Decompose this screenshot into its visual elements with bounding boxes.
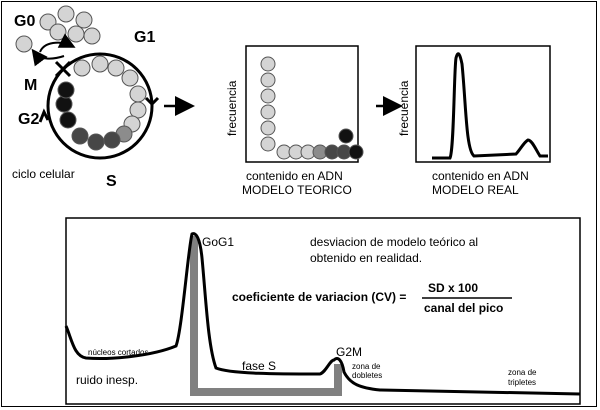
theory-dot — [260, 120, 276, 136]
real-distribution-curve — [432, 52, 548, 160]
g0-cell — [75, 11, 93, 29]
deviation-note-line2: obtenido en realidad. — [310, 251, 422, 265]
theoretical-dot-plot — [260, 56, 364, 160]
cycle-cell — [73, 59, 91, 77]
g1-to-g0-arrow — [31, 48, 65, 67]
g0-cell — [57, 5, 75, 23]
label-m: M — [24, 77, 37, 94]
g0g1-peak-label: GoG1 — [202, 235, 234, 249]
mitosis-marker-icon — [54, 60, 72, 78]
s-phase-label: fase S — [242, 359, 276, 373]
cycle-cell — [103, 131, 121, 149]
doublets-label-line2: dobletes — [352, 371, 382, 380]
theory-dot — [348, 144, 364, 160]
theoretical-title: MODELO TEORICO — [242, 183, 352, 197]
g0-cell — [67, 25, 85, 43]
g0-cell-cluster — [15, 5, 101, 53]
ring-arrow-left-icon — [38, 108, 50, 123]
theory-dot — [338, 128, 354, 144]
label-g2: G2 — [18, 111, 39, 128]
doublets-label-line1: zona de — [352, 362, 381, 371]
noise-label: ruido inesp. — [76, 373, 138, 387]
real-title: MODELO REAL — [432, 183, 519, 197]
cv-denominator: canal del pico — [424, 301, 503, 315]
g0-cell — [15, 35, 33, 53]
label-g1: G1 — [134, 29, 155, 46]
theory-dot — [260, 88, 276, 104]
real-ylabel: frecuencia — [397, 80, 411, 136]
cycle-cell — [55, 95, 73, 113]
theory-dot — [260, 104, 276, 120]
cycle-cell — [87, 133, 105, 151]
label-s: S — [106, 173, 117, 190]
cycle-cell — [59, 111, 77, 129]
cell-cycle-diagram: G0 G1 M G2 S ciclo celular — [12, 5, 160, 190]
real-plot-box — [415, 45, 551, 163]
cycle-cell — [121, 69, 139, 87]
deviation-note-line1: desviacion de modelo teórico al — [310, 235, 478, 249]
ring-arrow-right-icon — [144, 96, 160, 107]
cycle-cell — [57, 81, 75, 99]
label-g0: G0 — [14, 13, 35, 30]
theoretical-ylabel: frecuencia — [225, 80, 239, 136]
theoretical-xlabel: contenido en ADN — [246, 169, 343, 183]
theory-dot — [260, 56, 276, 72]
histogram-curve — [64, 232, 581, 396]
g0-cell — [49, 23, 67, 41]
cv-label: coeficiente de variacion (CV) = — [232, 290, 406, 304]
theory-dot — [260, 136, 276, 152]
cycle-cell — [91, 55, 109, 73]
histogram-panel: GoG1 desviacion de modelo teórico al obt… — [64, 217, 581, 405]
nuclei-cut-label: núcleos cortados — [88, 348, 148, 357]
cell-cycle-caption: ciclo celular — [12, 167, 75, 181]
real-model-panel: frecuencia contenido en ADN MODELO REAL — [397, 45, 551, 197]
g0-to-g1-arrow — [39, 33, 76, 53]
triplets-label-line2: tripletes — [508, 378, 536, 387]
real-xlabel: contenido en ADN — [432, 169, 529, 183]
triplets-label-line1: zona de — [508, 368, 537, 377]
cycle-cell — [107, 59, 125, 77]
s-phase-bar — [198, 388, 334, 396]
cv-numerator: SD x 100 — [428, 281, 478, 295]
cycle-cell — [129, 85, 147, 103]
cycle-cell — [71, 127, 89, 145]
g0g1-peak-bar — [190, 236, 198, 396]
g0-cell — [83, 27, 101, 45]
g2m-peak-bar — [334, 364, 342, 396]
theory-dot — [260, 72, 276, 88]
g2m-peak-label: G2M — [336, 345, 362, 359]
ring-cells — [55, 55, 147, 151]
theoretical-model-panel: frecuencia contenido en ADN MODELO TEORI… — [225, 45, 364, 197]
